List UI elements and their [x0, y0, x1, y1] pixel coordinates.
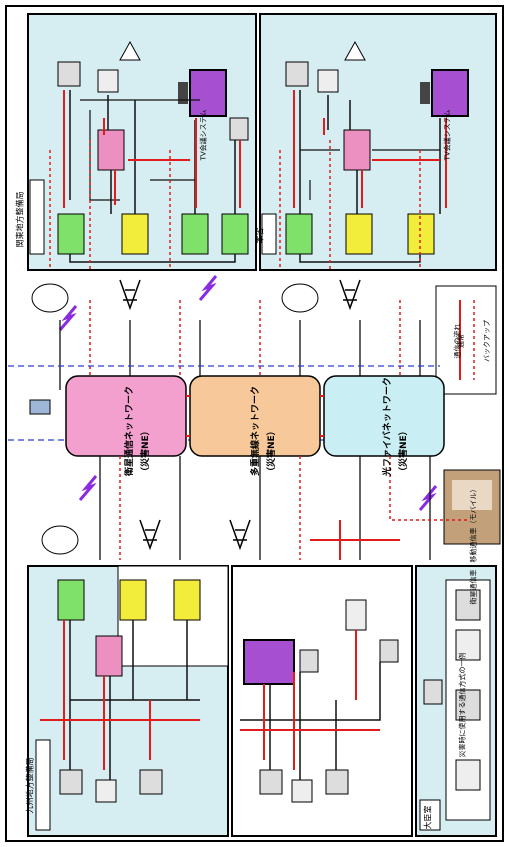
phone-icon — [60, 770, 82, 794]
multiplex-network-sub: （災害NE） — [264, 426, 277, 476]
phone-icon — [96, 780, 116, 802]
note-text: 災害時に使用する通信方式の一例 — [458, 653, 468, 758]
pink-device-box — [344, 130, 370, 170]
panel-bottom-middle-bg — [232, 566, 412, 836]
green-device-box — [286, 214, 312, 254]
satellite-dish-icon — [282, 284, 318, 312]
phone-icon — [140, 770, 162, 794]
monitor-label-right: TV会議システム — [442, 110, 452, 161]
pink-device-box — [98, 130, 124, 170]
phone-icon — [326, 770, 348, 794]
yellow-device-box — [408, 214, 434, 254]
panel-top-right — [260, 14, 496, 270]
phone-icon — [286, 62, 308, 86]
multiplex-network-title: 多重無線ネットワーク — [248, 386, 261, 476]
pink-device-box — [96, 636, 122, 676]
satellite-network-sub: （災害NE） — [138, 426, 151, 476]
satellite-icon — [30, 400, 50, 414]
panel-bottom-right-label: 大臣室 — [423, 806, 434, 830]
satellite-dish-icon — [32, 284, 68, 312]
phone-icon — [456, 760, 480, 790]
yellow-device-box — [174, 580, 200, 620]
satellite-dish-icon — [42, 526, 78, 554]
yellow-device-box — [122, 214, 148, 254]
panel-top-left — [28, 14, 256, 270]
phone-icon — [380, 640, 398, 662]
panel-top-right-label: 本省 — [255, 228, 266, 244]
tv-monitor-icon — [244, 640, 294, 684]
panel-bottom-right — [416, 566, 496, 836]
phone-icon — [260, 770, 282, 794]
phone-icon — [230, 118, 248, 140]
phone-icon — [346, 600, 366, 630]
fiber-network-sub: （災害NE） — [396, 426, 409, 476]
green-device-box — [58, 214, 84, 254]
phone-icon — [424, 680, 442, 704]
panel-top-left-label: 関東地方整備局 — [15, 192, 26, 248]
yellow-device-box — [120, 580, 146, 620]
phone-icon — [318, 70, 338, 92]
legend-normal-label: 通常 — [456, 334, 466, 348]
green-device-box — [58, 580, 84, 620]
phone-icon — [300, 650, 318, 672]
satellite-network-title: 衛星通信ネットワーク — [122, 386, 135, 476]
monitor-label-left: TV会議システム — [198, 110, 208, 161]
panel-top-left-tag — [30, 180, 44, 254]
phone-icon — [292, 780, 312, 802]
yellow-device-box — [346, 214, 372, 254]
panel-bottom-left-label: 九州地方整備局 — [25, 758, 36, 814]
panel-bottom-left-tag — [36, 740, 50, 830]
phone-icon — [58, 62, 80, 86]
legend-backup-label: バックアップ — [482, 320, 492, 362]
green-device-box — [182, 214, 208, 254]
vehicle-label: 衛星通信車・移動通信車（モバイル） — [469, 486, 479, 605]
camera-icon — [178, 82, 188, 104]
phone-icon — [98, 70, 118, 92]
panel-bottom-left — [28, 566, 228, 836]
camera-icon — [420, 82, 430, 104]
fiber-network-title: 光ファイバネットワーク — [380, 377, 393, 476]
green-device-box — [222, 214, 248, 254]
panel-bottom-middle — [232, 566, 412, 836]
